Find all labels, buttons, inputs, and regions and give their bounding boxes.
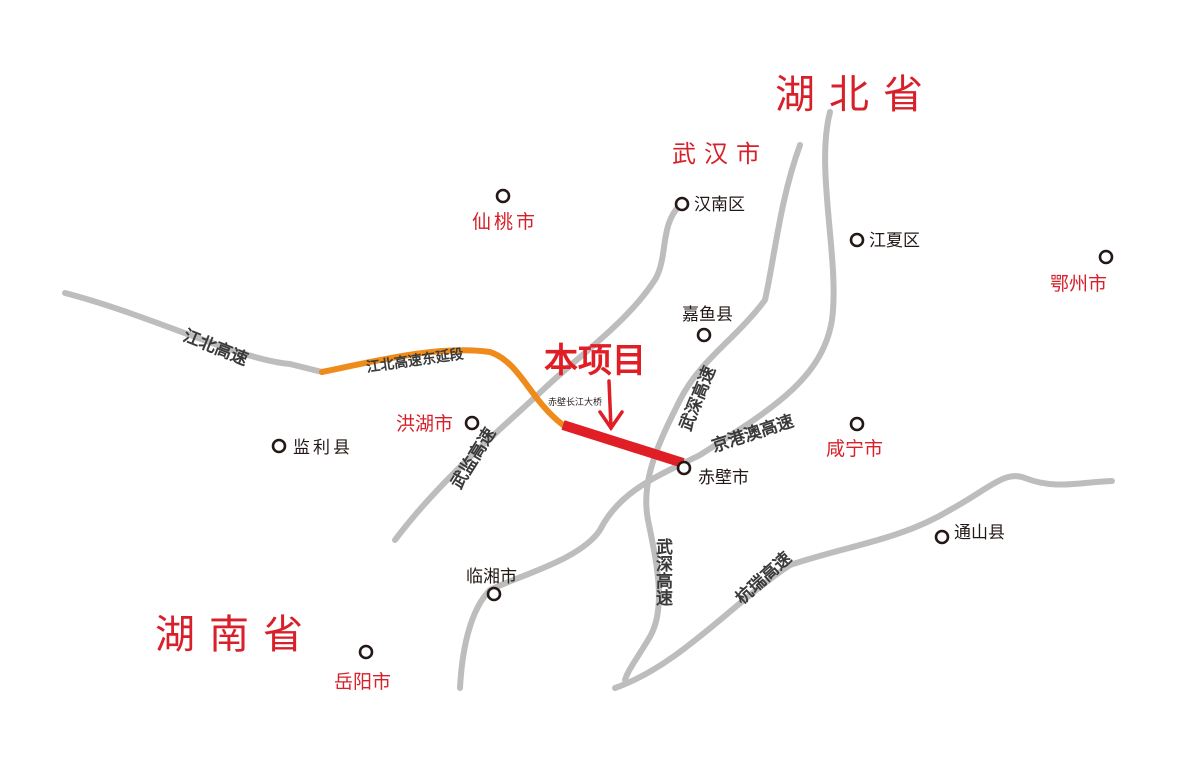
city-chibi: 赤壁市: [698, 468, 749, 488]
road-jinggangao: [457, 109, 837, 691]
bridge-label: 赤壁长江大桥: [548, 396, 602, 408]
road-label-hangrui: 杭瑞高速: [731, 548, 796, 609]
city-marker-icon: [486, 586, 502, 602]
project-label: 本项目: [544, 341, 646, 381]
city-jianli: 监利县: [293, 438, 353, 458]
road-label-jiangbei: 江北高速: [180, 325, 251, 370]
road-wushen: [622, 142, 803, 683]
city-marker-icon: [676, 460, 692, 476]
city-marker-icon: [358, 644, 374, 660]
city-jiayu: 嘉鱼县: [682, 305, 733, 325]
city-honghu: 洪湖市: [396, 413, 453, 435]
city-linxiang: 临湘市: [466, 567, 517, 587]
city-marker-icon: [696, 327, 712, 343]
city-tongshan: 通山县: [954, 523, 1005, 543]
city-xiantao: 仙桃市: [472, 211, 538, 233]
road-label-wujian: 武监高速: [446, 424, 500, 493]
road-hangrui: [612, 473, 1115, 691]
city-ezhou: 鄂州市: [1050, 273, 1107, 295]
city-jiangxia: 江夏区: [869, 231, 920, 251]
city-yueyang: 岳阳市: [334, 671, 391, 693]
city-marker-icon: [1098, 249, 1114, 265]
arrow-down-icon: [598, 379, 624, 432]
province-hubei: 湖北省: [775, 72, 937, 118]
province-hunan: 湖南省: [155, 612, 317, 658]
road-label-jiangbei-east: 江北高速东延段: [365, 345, 464, 375]
road-wujian: [392, 202, 683, 543]
road-label-wushen-south: 武深高速: [652, 537, 673, 606]
city-hannan: 汉南区: [694, 195, 745, 215]
road-jiangbei: [62, 290, 325, 375]
road-jiangbei-east-extension: [319, 347, 566, 428]
city-marker-icon: [674, 196, 690, 212]
city-marker-icon: [464, 415, 480, 431]
city-marker-icon: [271, 438, 287, 454]
city-wuhan: 武汉市: [672, 140, 768, 168]
city-marker-icon: [849, 232, 865, 248]
city-marker-icon: [849, 416, 865, 432]
city-marker-icon: [934, 529, 950, 545]
city-xianning: 咸宁市: [826, 438, 883, 460]
city-marker-icon: [495, 188, 511, 204]
project-segment: [561, 420, 685, 468]
